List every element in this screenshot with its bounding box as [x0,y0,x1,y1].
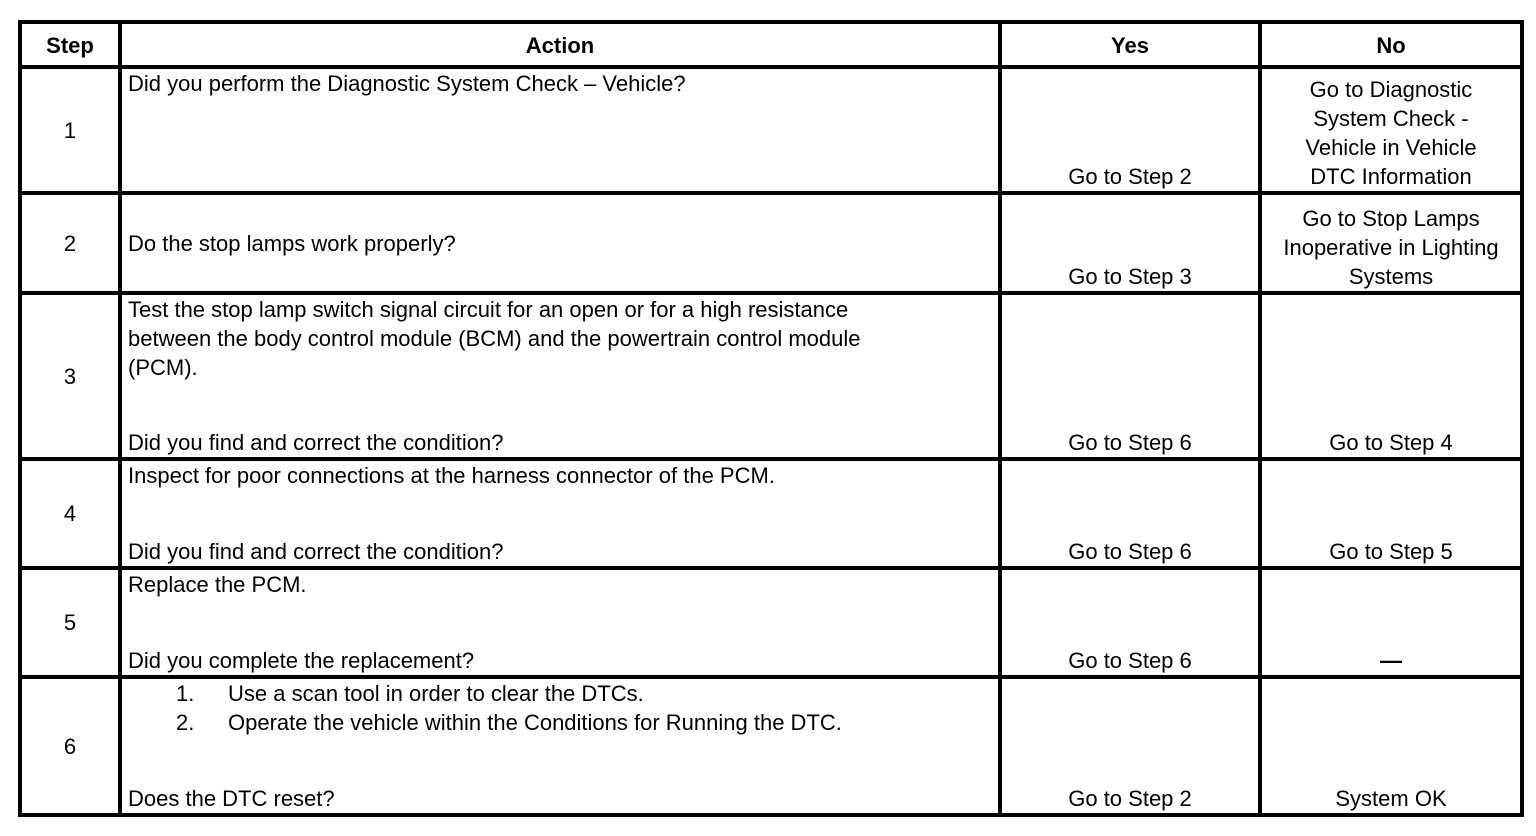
yes-result: Go to Step 3 [998,191,1262,295]
substep-text: Operate the vehicle within the Condition… [228,710,842,735]
table-row: 3 Test the stop lamp switch signal circu… [18,291,1524,461]
action-text: Do the stop lamps work properly? [118,191,1002,295]
substep-item: 1. Use a scan tool in order to clear the… [128,679,992,708]
step-number: 1 [18,65,122,195]
action-line: Replace the PCM. [128,572,307,597]
step-number: 4 [18,457,122,570]
action-text: Did you perform the Diagnostic System Ch… [118,65,1002,195]
no-result: Go to Stop Lamps Inoperative in Lighting… [1258,191,1524,295]
yes-result: Go to Step 6 [998,457,1262,570]
yes-result: Go to Step 6 [998,566,1262,679]
substep-list: 1. Use a scan tool in order to clear the… [128,679,992,737]
action-text: Test the stop lamp switch signal circuit… [118,291,1002,461]
substep-number: 1. [176,681,195,706]
table-row: 1 Did you perform the Diagnostic System … [18,65,1524,195]
no-result-line: Go to Stop Lamps [1302,206,1480,231]
no-result: System OK [1258,675,1524,817]
no-result-line: Go to Diagnostic [1309,77,1473,102]
no-result-line: Vehicle in Vehicle [1305,135,1477,160]
action-text: Replace the PCM. Did you complete the re… [118,566,1002,679]
no-result: Go to Diagnostic System Check - Vehicle … [1258,65,1524,195]
action-line: Test the stop lamp switch signal circuit… [128,297,849,322]
action-question: Did you find and correct the condition? [128,430,504,455]
header-yes: Yes [998,20,1262,69]
table-row: 4 Inspect for poor connections at the ha… [18,457,1524,570]
no-result: Go to Step 4 [1258,291,1524,461]
header-no: No [1258,20,1524,69]
substep-number: 2. [176,710,195,735]
header-action: Action [118,20,1002,69]
table-row: 5 Replace the PCM. Did you complete the … [18,566,1524,679]
action-line: (PCM). [128,355,198,380]
no-result: — [1258,566,1524,679]
step-number: 2 [18,191,122,295]
diagnostic-table: Step Action Yes No 1 Did you perform the… [18,20,1524,817]
no-result-line: Inoperative in Lighting [1283,235,1499,260]
yes-result: Go to Step 6 [998,291,1262,461]
step-number: 5 [18,566,122,679]
table-row: 2 Do the stop lamps work properly? Go to… [18,191,1524,295]
action-text: 1. Use a scan tool in order to clear the… [118,675,1002,817]
substep-item: 2. Operate the vehicle within the Condit… [128,708,992,737]
yes-result: Go to Step 2 [998,675,1262,817]
table-row: 6 1. Use a scan tool in order to clear t… [18,675,1524,817]
header-row: Step Action Yes No [18,20,1524,69]
no-result-line: Systems [1348,264,1434,289]
action-text: Inspect for poor connections at the harn… [118,457,1002,570]
action-question: Did you complete the replacement? [128,648,475,673]
header-step: Step [18,20,122,69]
no-result: Go to Step 5 [1258,457,1524,570]
action-line: between the body control module (BCM) an… [128,326,861,351]
action-line: Inspect for poor connections at the harn… [128,463,775,488]
no-result-line: System Check - [1313,106,1469,131]
action-question: Did you find and correct the condition? [128,539,504,564]
step-number: 3 [18,291,122,461]
action-question: Does the DTC reset? [128,786,335,811]
step-number: 6 [18,675,122,817]
substep-text: Use a scan tool in order to clear the DT… [228,681,644,706]
yes-result: Go to Step 2 [998,65,1262,195]
no-result-line: DTC Information [1310,164,1472,189]
